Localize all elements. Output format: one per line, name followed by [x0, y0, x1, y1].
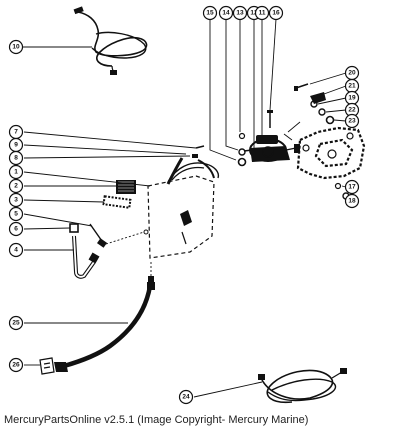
part-16-screw — [267, 110, 273, 128]
callout-3: 3 — [8, 192, 24, 208]
svg-text:12: 12 — [250, 10, 258, 17]
part-tank-outlet — [148, 262, 154, 284]
part-gasket — [296, 126, 366, 180]
part-4-elbow-tube — [72, 235, 100, 279]
part-13-nut — [238, 132, 246, 140]
callout-20: 20 — [344, 65, 360, 81]
svg-text:13: 13 — [236, 10, 244, 17]
part-15-lockwasher — [237, 157, 247, 167]
callout-9: 9 — [8, 137, 24, 153]
part-1-tank-bracket — [147, 162, 220, 259]
callout-8: 8 — [8, 150, 24, 166]
svg-text:4: 4 — [14, 247, 18, 254]
svg-text:14: 14 — [222, 10, 230, 17]
parts-diagram: 10 15 14 13 12 11 16 20 21 19 22 23 17 1… — [8, 5, 366, 405]
part-2-filter-element — [116, 180, 136, 194]
part-8-fitting — [192, 154, 198, 158]
callout-23: 23 — [344, 113, 360, 129]
svg-text:16: 16 — [272, 10, 280, 17]
part-5-fitting — [89, 223, 149, 248]
svg-text:23: 23 — [348, 118, 356, 125]
callout-21: 21 — [344, 78, 360, 94]
callout-4: 4 — [8, 242, 24, 258]
part-20-screw — [294, 83, 309, 91]
callout-19: 19 — [344, 90, 360, 106]
callout-10: 10 — [8, 39, 24, 55]
svg-text:8: 8 — [14, 155, 18, 162]
callout-26: 26 — [8, 357, 24, 373]
callout-5: 5 — [8, 206, 24, 222]
callout-2: 2 — [8, 178, 24, 194]
callout-16: 16 — [268, 5, 284, 21]
part-6-nut — [69, 223, 79, 233]
svg-text:5: 5 — [14, 211, 18, 218]
svg-text:2: 2 — [14, 183, 18, 190]
part-9-hose — [166, 157, 215, 185]
callout-1: 1 — [8, 164, 24, 180]
svg-text:6: 6 — [14, 226, 18, 233]
svg-text:9: 9 — [14, 142, 18, 149]
part-11-fuel-pump — [243, 135, 300, 162]
part-23-seal — [325, 115, 335, 125]
svg-text:26: 26 — [12, 362, 20, 369]
part-19-washer — [310, 100, 318, 108]
part-12-fitting — [254, 150, 260, 160]
part-22-ring — [318, 108, 326, 116]
callout-14: 14 — [218, 5, 234, 21]
callout-25: 25 — [8, 315, 24, 331]
part-10-wire-harness — [73, 6, 148, 75]
callout-13: 13 — [232, 5, 248, 21]
copyright-caption: MercuryPartsOnline v2.5.1 (Image Copyrig… — [4, 414, 309, 426]
callout-24: 24 — [178, 389, 194, 405]
svg-text:1: 1 — [14, 169, 18, 176]
svg-text:15: 15 — [206, 10, 214, 17]
svg-text:19: 19 — [348, 95, 356, 102]
callout-17: 17 — [344, 179, 360, 195]
callout-15: 15 — [202, 5, 218, 21]
callout-18: 18 — [344, 193, 360, 209]
part-25-fuel-hose — [63, 282, 155, 369]
svg-text:10: 10 — [12, 44, 20, 51]
callout-11: 11 — [254, 5, 270, 21]
callout-7: 7 — [8, 124, 24, 140]
svg-text:22: 22 — [348, 107, 356, 114]
part-3-gasket — [102, 195, 132, 209]
svg-text:7: 7 — [14, 129, 18, 136]
part-7-screw — [195, 145, 205, 149]
leader-lines — [22, 18, 349, 398]
svg-text:18: 18 — [348, 198, 356, 205]
part-24-cable — [258, 368, 347, 404]
svg-text:24: 24 — [182, 394, 190, 401]
callout-6: 6 — [8, 221, 24, 237]
part-14-washer — [238, 148, 246, 156]
svg-text:17: 17 — [348, 184, 356, 191]
svg-text:11: 11 — [259, 10, 266, 17]
svg-text:25: 25 — [12, 320, 20, 327]
svg-text:20: 20 — [348, 70, 356, 77]
svg-text:21: 21 — [348, 83, 356, 90]
svg-text:3: 3 — [14, 197, 18, 204]
part-17-nut — [334, 182, 342, 190]
part-26-connector — [39, 357, 68, 375]
